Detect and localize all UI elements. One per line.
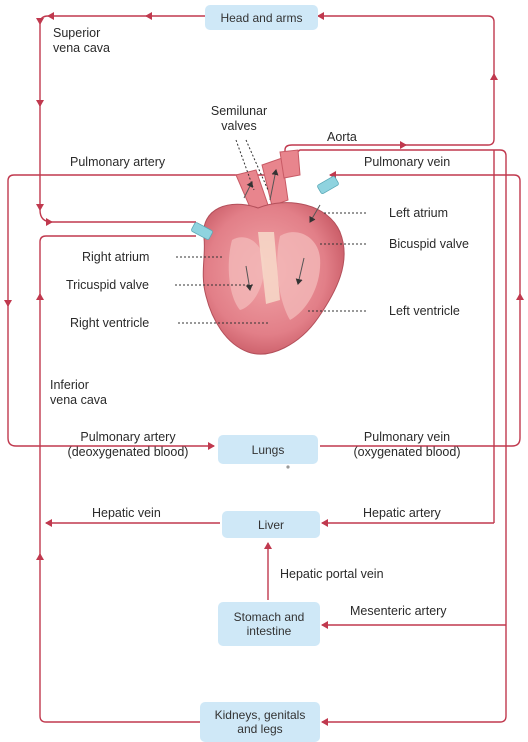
pulmonary-vein-top-label: Pulmonary vein [364,155,450,170]
kidneys-genitals-legs-label: Kidneys, genitals and legs [215,708,306,736]
stomach-intestine-label: Stomach and intestine [234,610,305,638]
liver-label: Liver [258,518,284,532]
mesenteric-artery-label: Mesenteric artery [350,604,447,619]
pulmonary-vein-mid-label: Pulmonary vein (oxygenated blood) [334,430,480,460]
hepatic-portal-vein-label: Hepatic portal vein [280,567,384,582]
aorta-to-head-line [285,16,494,158]
hepatic-artery-label: Hepatic artery [363,506,441,521]
aorta-label: Aorta [327,130,357,145]
stomach-intestine-box: Stomach and intestine [218,602,320,646]
hepatic-vein-label: Hepatic vein [92,506,161,521]
inferior-vena-cava-line [40,236,214,722]
left-ventricle-label: Left ventricle [389,304,460,319]
pulmonary-artery-top-label: Pulmonary artery [70,155,165,170]
head-and-arms-box: Head and arms [205,5,318,30]
liver-box: Liver [222,511,320,538]
left-atrium-label: Left atrium [389,206,448,221]
pulmonary-artery-mid-label: Pulmonary artery (deoxygenated blood) [52,430,204,460]
kidneys-genitals-legs-box: Kidneys, genitals and legs [200,702,320,742]
lungs-label: Lungs [252,443,285,457]
semilunar-valves-label: Semilunar valves [204,104,274,134]
superior-vena-cava-label: Superior vena cava [53,26,110,56]
inferior-vena-cava-label: Inferior vena cava [50,378,107,408]
right-ventricle-label: Right ventricle [70,316,149,331]
tricuspid-valve-label: Tricuspid valve [66,278,149,293]
lungs-box: Lungs [218,435,318,464]
bicuspid-valve-label: Bicuspid valve [389,237,469,252]
right-atrium-label: Right atrium [82,250,149,265]
head-and-arms-label: Head and arms [220,11,302,25]
